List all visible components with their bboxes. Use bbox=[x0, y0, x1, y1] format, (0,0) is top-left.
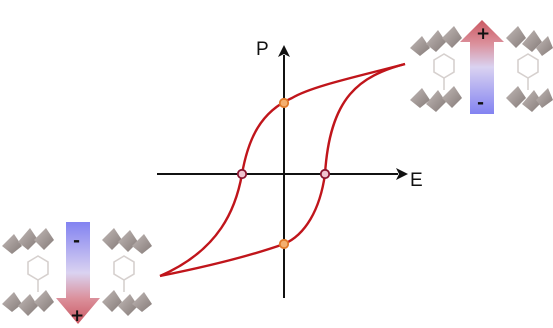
framework-bottom-layer bbox=[2, 290, 152, 316]
arrow-top-sign: + bbox=[476, 24, 490, 44]
loop-lower-branch bbox=[159, 62, 406, 278]
y-axis-label: P bbox=[256, 39, 269, 60]
x-axis-label: E bbox=[410, 170, 423, 191]
remanent-point-negative bbox=[278, 238, 290, 250]
arrow-bottom-sign: - bbox=[477, 93, 484, 113]
framework-bottom-layer bbox=[410, 86, 553, 112]
polarization-arrow-up bbox=[460, 20, 504, 114]
axes: P E bbox=[157, 39, 423, 298]
structure-polarized-up: + - bbox=[410, 20, 553, 114]
y-axis-arrowhead bbox=[278, 45, 290, 57]
x-axis-arrowhead bbox=[396, 168, 408, 180]
remanent-point-positive bbox=[278, 97, 290, 109]
hysteresis-loop bbox=[159, 62, 406, 278]
coercive-point-positive bbox=[319, 168, 331, 180]
loop-upper-branch bbox=[159, 62, 406, 278]
arrow-top-sign: - bbox=[73, 231, 80, 251]
structure-polarized-down: - + bbox=[2, 222, 152, 326]
arrow-bottom-sign: + bbox=[70, 306, 84, 326]
framework-top-layer bbox=[410, 26, 553, 56]
framework-linker bbox=[27, 255, 135, 292]
framework-top-layer bbox=[2, 228, 152, 254]
framework-linker bbox=[433, 53, 539, 90]
polarization-arrow-down bbox=[56, 222, 100, 324]
loop-points bbox=[236, 97, 331, 250]
coercive-point-negative bbox=[236, 168, 248, 180]
